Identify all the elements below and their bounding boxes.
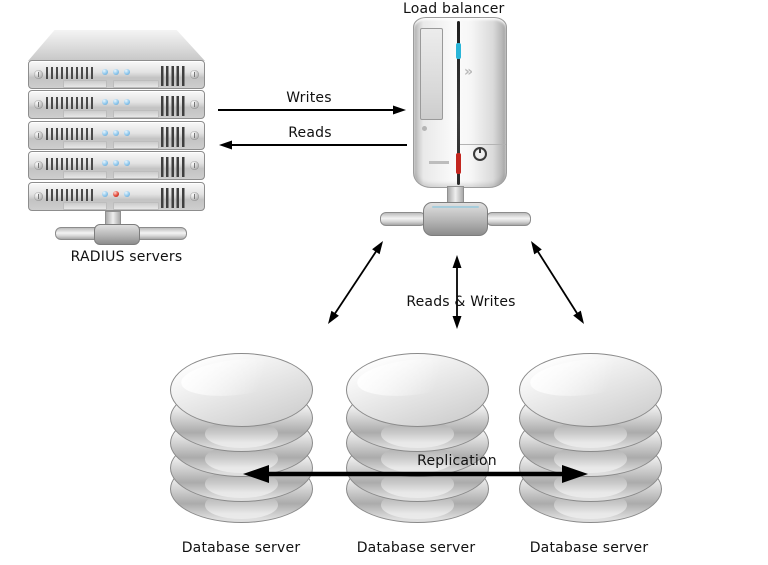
red-accent — [456, 153, 461, 174]
drive-panel — [63, 141, 107, 149]
screw-icon — [34, 70, 43, 79]
screw-icon — [190, 131, 199, 140]
vent-grille — [161, 66, 187, 86]
status-leds — [102, 191, 130, 197]
database-cylinder — [519, 353, 662, 523]
led-indicator — [113, 130, 119, 136]
screw-icon — [190, 161, 199, 170]
status-leds — [102, 130, 130, 136]
screw-icon — [190, 100, 199, 109]
drive-panel — [113, 171, 159, 179]
led-indicator — [102, 130, 108, 136]
screw-icon — [190, 70, 199, 79]
led-indicator — [124, 160, 130, 166]
network-coupler — [94, 224, 140, 245]
led-indicator — [102, 99, 108, 105]
screw-icon — [190, 192, 199, 201]
reset-button-icon — [422, 126, 427, 131]
status-leds — [102, 99, 130, 105]
drive-panel — [113, 141, 159, 149]
replication-label: Replication — [417, 453, 497, 469]
writes-label: Writes — [286, 90, 332, 106]
reads-label: Reads — [288, 125, 332, 141]
radius-servers-label: RADIUS servers — [70, 249, 183, 265]
screw-icon — [34, 100, 43, 109]
led-indicator — [124, 99, 130, 105]
cyan-accent — [456, 43, 461, 59]
led-indicator — [113, 99, 119, 105]
drive-panel — [63, 80, 107, 88]
tower-server: » — [413, 17, 507, 188]
database-server-label: Database server — [529, 540, 649, 556]
writes-arrow — [218, 105, 406, 115]
led-indicator — [124, 69, 130, 75]
database-cylinder — [170, 353, 313, 523]
reads-writes-arrow-right — [531, 241, 584, 324]
led-indicator — [102, 160, 108, 166]
screw-icon — [34, 192, 43, 201]
led-indicator — [102, 69, 108, 75]
load-balancer-label: Load balancer — [403, 1, 505, 17]
rack-unit — [28, 60, 205, 89]
vent-grille — [46, 97, 95, 109]
vent-grille — [46, 158, 95, 170]
drive-bay — [420, 28, 443, 120]
database-cylinder — [346, 353, 489, 523]
vent-grille — [46, 67, 95, 79]
db-top-ellipse — [170, 353, 313, 427]
led-alert-indicator — [113, 191, 119, 197]
vent-grille — [161, 188, 187, 208]
drive-panel — [113, 80, 159, 88]
status-leds — [102, 69, 130, 75]
chevron-icon: » — [464, 64, 474, 80]
reads-writes-arrow-middle — [452, 255, 462, 329]
led-indicator — [113, 69, 119, 75]
drive-panel — [113, 110, 159, 118]
led-indicator — [113, 160, 119, 166]
front-strip — [457, 21, 460, 185]
rack-unit — [28, 121, 205, 150]
network-cable — [486, 212, 531, 226]
rack-unit — [28, 151, 205, 180]
vent-grille — [161, 96, 187, 116]
db-top-ellipse — [346, 353, 489, 427]
led-indicator — [102, 191, 108, 197]
drive-panel — [63, 171, 107, 179]
db-top-ellipse — [519, 353, 662, 427]
drive-panel — [63, 202, 107, 210]
network-cable — [380, 212, 426, 226]
drive-panel — [63, 110, 107, 118]
led-indicator — [124, 130, 130, 136]
reads-writes-label: Reads & Writes — [406, 294, 516, 310]
status-leds — [102, 160, 130, 166]
vent-grille — [161, 127, 187, 147]
brand-text — [429, 161, 449, 164]
reads-arrow — [219, 140, 407, 150]
vent-grille — [161, 157, 187, 177]
rack-unit — [28, 90, 205, 119]
vent-grille — [46, 189, 95, 201]
power-icon — [473, 147, 487, 161]
rack-lid — [28, 30, 205, 61]
database-server-label: Database server — [181, 540, 301, 556]
drive-panel — [113, 202, 159, 210]
network-coupler — [423, 202, 488, 236]
led-indicator — [124, 191, 130, 197]
database-server-label: Database server — [356, 540, 476, 556]
panel-divider — [460, 144, 506, 145]
rack-unit — [28, 182, 205, 211]
screw-icon — [34, 161, 43, 170]
vent-grille — [46, 128, 95, 140]
reads-writes-arrow-left — [328, 241, 383, 324]
screw-icon — [34, 131, 43, 140]
